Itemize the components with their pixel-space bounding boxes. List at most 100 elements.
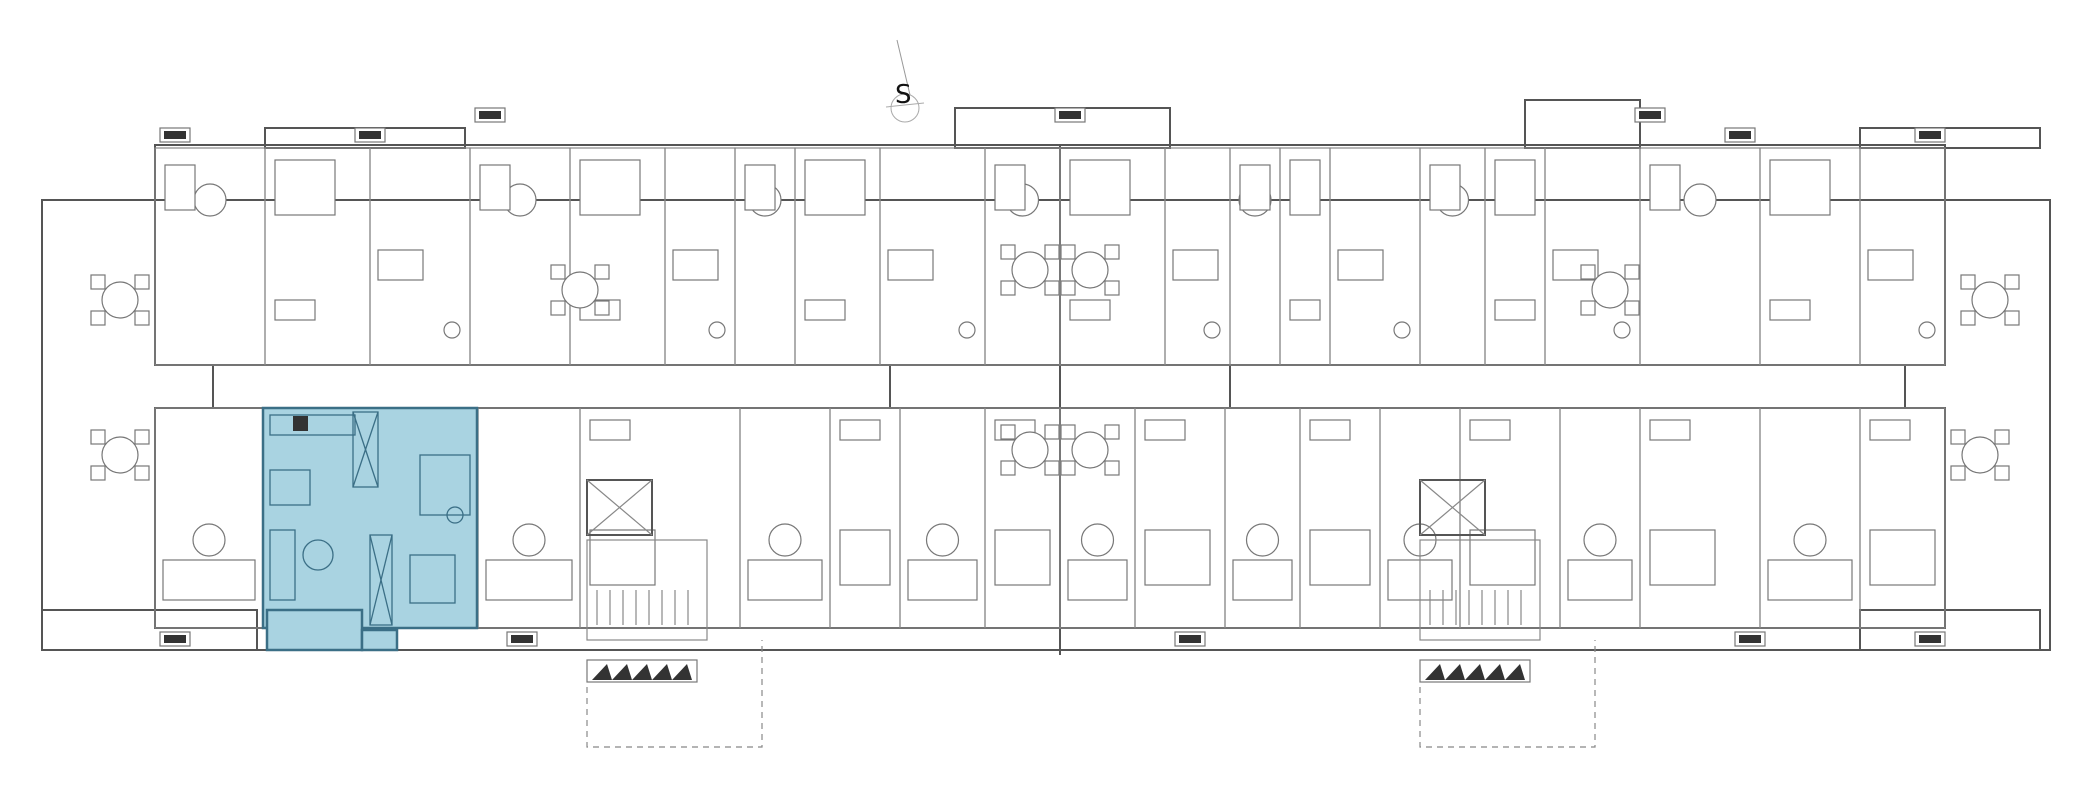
chair	[134, 465, 150, 481]
balcony	[1859, 609, 2041, 651]
sofa	[269, 529, 296, 601]
stairwells	[586, 479, 1596, 748]
kitchen-counter	[804, 299, 846, 321]
stair-step	[612, 664, 632, 680]
sofa	[747, 559, 823, 601]
table	[1080, 523, 1115, 557]
radiator-fill	[1639, 111, 1661, 119]
chair	[1624, 300, 1640, 316]
radiator-fill	[1179, 635, 1201, 643]
balcony	[1859, 127, 2041, 149]
kitchen-counter	[1069, 299, 1111, 321]
dining-table	[101, 436, 139, 474]
kitchen-counter	[1494, 299, 1536, 321]
bed	[1769, 159, 1831, 216]
room	[1299, 407, 1381, 629]
bathtub	[1337, 249, 1384, 281]
stair-core	[586, 539, 708, 641]
sofa	[907, 559, 978, 601]
compass-label: S	[895, 80, 912, 110]
chair	[1994, 465, 2010, 481]
chair	[1044, 280, 1060, 296]
kitchen-counter	[839, 419, 881, 441]
room	[1134, 407, 1226, 629]
stair-step	[652, 664, 672, 680]
bathroom	[419, 454, 471, 516]
radiator-fill	[479, 111, 501, 119]
chair	[1000, 280, 1016, 296]
radiator-fill	[164, 131, 186, 139]
elevator-shaft	[1419, 479, 1486, 536]
toilet	[446, 506, 464, 524]
chair	[550, 300, 566, 316]
apartment-radiator	[360, 628, 399, 652]
stair-core	[1419, 539, 1541, 641]
chair	[1044, 424, 1060, 440]
kitchen-counter	[1649, 419, 1691, 441]
radiator-fill	[359, 131, 381, 139]
apartment-balcony	[265, 608, 364, 652]
kitchen-counter	[1309, 419, 1351, 441]
chair	[1104, 244, 1120, 260]
kitchen-counter	[1769, 299, 1811, 321]
bed	[409, 554, 456, 604]
radiator-fill	[1919, 635, 1941, 643]
sofa	[479, 164, 511, 211]
dining-table	[1591, 271, 1629, 309]
bed	[274, 159, 336, 216]
bed	[579, 159, 641, 216]
sofa	[1767, 559, 1853, 601]
table	[1793, 523, 1827, 557]
chair	[1960, 274, 1976, 290]
rooms	[154, 147, 1946, 629]
toilet	[708, 321, 726, 339]
table	[512, 523, 546, 557]
room	[1859, 407, 1946, 629]
chair	[1960, 310, 1976, 326]
dining-table	[1011, 431, 1049, 469]
elevator-cross	[586, 479, 653, 536]
chair	[1104, 424, 1120, 440]
table	[1245, 523, 1280, 557]
chair	[1000, 424, 1016, 440]
bed	[1494, 159, 1536, 216]
chair	[1060, 424, 1076, 440]
table	[1683, 183, 1717, 217]
kitchen-counter	[1144, 419, 1186, 441]
sofa	[162, 559, 256, 601]
chair	[90, 310, 106, 326]
highlighted-apartment[interactable]	[261, 406, 479, 652]
terrace-outline	[1419, 640, 1596, 748]
balcony	[1524, 99, 1641, 149]
bathtub	[887, 249, 934, 281]
dining-table	[1071, 251, 1109, 289]
chair	[1624, 264, 1640, 280]
chair	[134, 429, 150, 445]
sofa	[1232, 559, 1293, 601]
stair-step	[1445, 664, 1465, 680]
kitchen-counter	[274, 299, 316, 321]
chair	[1580, 264, 1596, 280]
chair	[550, 264, 566, 280]
bed	[804, 159, 866, 216]
dining-table	[561, 271, 599, 309]
toilet	[1613, 321, 1631, 339]
chair	[134, 274, 150, 290]
wardrobe-cross	[352, 411, 379, 488]
sofa	[1239, 164, 1271, 211]
kitchen-counter	[269, 414, 356, 436]
chair	[90, 465, 106, 481]
stair-step	[1465, 664, 1485, 680]
table	[768, 523, 802, 557]
sofa	[485, 559, 573, 601]
chair	[1104, 280, 1120, 296]
sofa	[1429, 164, 1461, 211]
chair	[134, 310, 150, 326]
stair-step	[632, 664, 652, 680]
dining-table	[1071, 431, 1109, 469]
chair	[90, 274, 106, 290]
chair	[2004, 274, 2020, 290]
corridor-west	[212, 364, 891, 409]
chair	[1950, 465, 1966, 481]
